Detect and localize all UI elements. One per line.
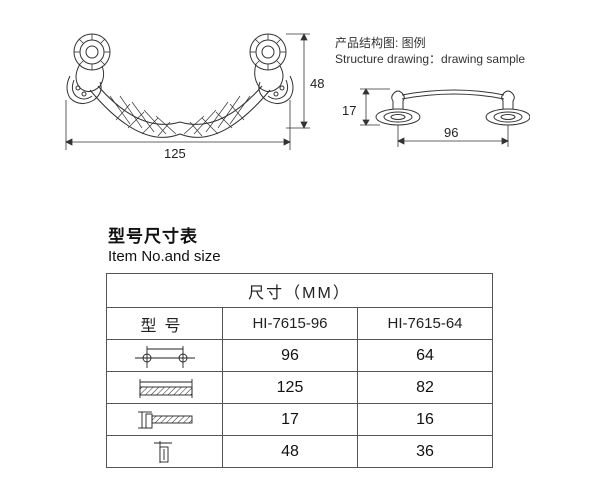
- projection-height-icon: [137, 411, 192, 428]
- drawing-caption-cn: 产品结构图: 图例: [335, 36, 426, 50]
- model-header-row: 型号 HI-7615-96 HI-7615-64: [106, 307, 494, 340]
- side-hole-label: 96: [444, 125, 458, 140]
- table-row: 17 16: [106, 403, 494, 436]
- param-icon-cell: [106, 339, 223, 372]
- cell-value: 36: [356, 435, 494, 468]
- unit-header: 尺寸（MM）: [105, 273, 494, 308]
- model-column-header: HI-7615-96: [222, 307, 358, 340]
- front-height-label: 48: [310, 76, 324, 91]
- overall-length-icon: [139, 378, 192, 398]
- cell-value: 17: [222, 403, 358, 436]
- front-view-drawing: 48 125: [65, 33, 324, 161]
- table-row: 48 36: [106, 435, 494, 468]
- size-table: 尺寸（MM） 型号 HI-7615-96 HI-7615-64 96 64: [105, 273, 494, 468]
- side-view-drawing: 17 96: [342, 88, 530, 147]
- cell-value: 125: [222, 371, 358, 404]
- size-table-title-cn: 型号尺寸表: [108, 227, 198, 246]
- unit-header-row: 尺寸（MM）: [105, 273, 494, 308]
- cell-value: 48: [222, 435, 358, 468]
- param-icon-cell: [106, 435, 223, 468]
- model-column-header: HI-7615-64: [356, 307, 494, 340]
- cell-value: 96: [222, 339, 358, 372]
- param-icon-cell: [106, 371, 223, 404]
- table-row: 125 82: [106, 371, 494, 404]
- ring-height-icon: [153, 440, 172, 463]
- cell-value: 64: [356, 339, 494, 372]
- model-label: 型号: [106, 307, 223, 340]
- side-height-label: 17: [342, 103, 356, 118]
- cell-value: 82: [356, 371, 494, 404]
- drawing-caption-en: Structure drawing：drawing sample: [335, 52, 526, 66]
- cell-value: 16: [356, 403, 494, 436]
- table-row: 96 64: [106, 339, 494, 372]
- param-icon-cell: [106, 403, 223, 436]
- hole-distance-icon: [134, 345, 195, 368]
- size-table-title-en: Item No.and size: [108, 248, 221, 265]
- front-width-label: 125: [164, 146, 186, 161]
